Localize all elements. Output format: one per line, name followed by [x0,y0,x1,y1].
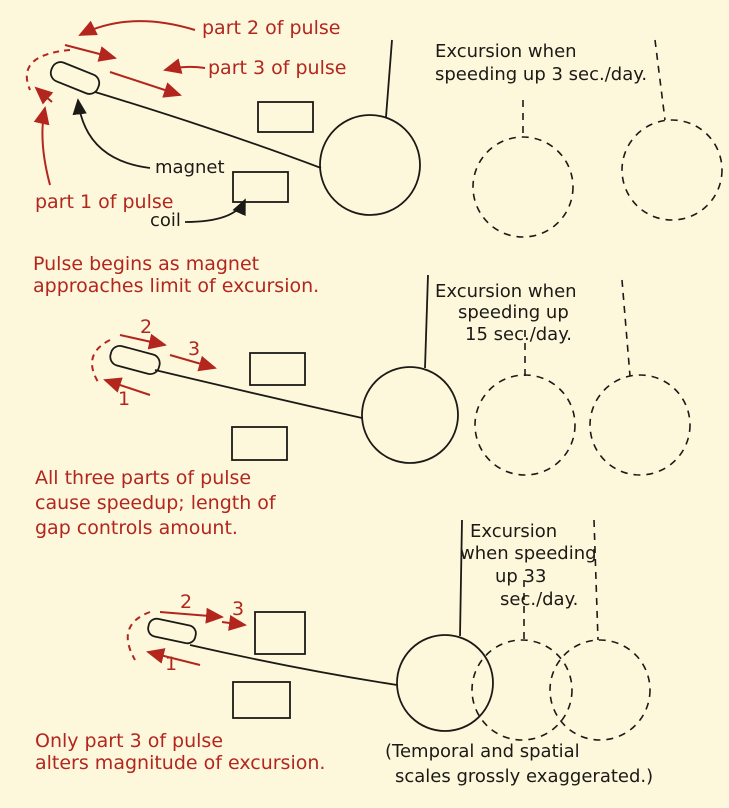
excursion-label: Excursion when [435,281,577,302]
excursion-label: Excursion when [435,41,577,62]
excursion-rod-dashed [621,279,631,377]
excursion-label: when speeding [460,543,597,564]
magnet-arm [154,369,363,419]
leader-part1 [33,106,51,186]
excursion-label: 15 sec./day. [465,324,572,345]
magnet [49,61,101,95]
pendulum-bob [396,634,494,732]
pendulum-rod [459,519,463,637]
caption-line: Only part 3 of pulse [35,730,223,752]
arrow-part1 [103,377,151,396]
magnet-arm [189,644,398,686]
label-part1: part 1 of pulse [35,191,173,213]
arrow-part1 [146,648,201,666]
label-3: 3 [188,338,200,360]
caption-line: approaches limit of excursion. [33,275,319,297]
arrow-part2 [64,44,117,62]
excursion-bob-dashed [472,136,574,238]
panel-1: part 2 of pulse part 3 of pulse part 1 o… [25,17,723,297]
pendulum-bob [319,114,421,216]
arrow-part3 [109,71,182,98]
leader-part2 [78,20,196,36]
arrow-part3 [169,354,217,372]
label-2: 2 [140,316,152,338]
excursion-bob-dashed [474,374,576,476]
coil-lower [231,426,288,461]
excursion-bob-dashed [589,374,691,476]
excursion-label: sec./day. [500,589,578,610]
coil-lower [232,681,291,719]
scale-note: (Temporal and spatial [385,741,580,762]
panel-2: 2 3 1 All three parts of pulse cause spe… [35,274,691,539]
coil-lower [232,171,289,203]
arrow-part2 [119,333,167,350]
leader-part3 [163,58,206,74]
magnet [147,617,197,645]
caption-line: Pulse begins as magnet [33,253,259,275]
magnet-arm [94,91,322,169]
caption-line: gap controls amount. [35,517,238,539]
excursion-bob-dashed [621,119,723,221]
arrow-part2 [159,607,224,624]
label-1: 1 [165,653,177,675]
pulse-path [91,339,111,386]
label-part2: part 2 of pulse [202,17,340,39]
label-part3: part 3 of pulse [208,57,346,79]
excursion-rod-dashed [654,39,666,121]
excursion-label: speeding up 3 sec./day. [435,64,647,85]
coil-upper [254,611,306,655]
coil-upper [257,101,314,133]
pulse-path [126,611,151,661]
label-coil: coil [150,210,181,231]
excursion-rod-dashed [593,519,599,641]
caption-line: alters magnitude of excursion. [35,752,325,774]
coil-upper [249,352,306,386]
excursion-label: Excursion [470,521,557,542]
arrow-part1 [34,86,54,105]
pendulum-bob [361,366,459,464]
label-3: 3 [232,598,244,620]
excursion-label: up 33 [495,566,546,587]
caption-line: All three parts of pulse [35,467,251,489]
excursion-bob-dashed [549,639,651,741]
leader-magnet [72,98,151,169]
arrow-part3 [221,614,247,631]
panel-3: 2 3 1 Only part 3 of pulse alters magnit… [35,519,653,787]
excursion-bob-dashed [471,639,573,741]
excursion-label: speeding up [458,302,569,323]
leader-coil [184,198,246,223]
caption-line: cause speedup; length of [35,492,277,514]
label-2: 2 [180,591,192,613]
scale-note: scales grossly exaggerated.) [395,766,653,787]
pendulum-rod [385,39,393,118]
magnet [109,344,161,376]
label-magnet: magnet [155,157,225,178]
label-1: 1 [118,388,130,410]
pendulum-rod [424,274,429,369]
